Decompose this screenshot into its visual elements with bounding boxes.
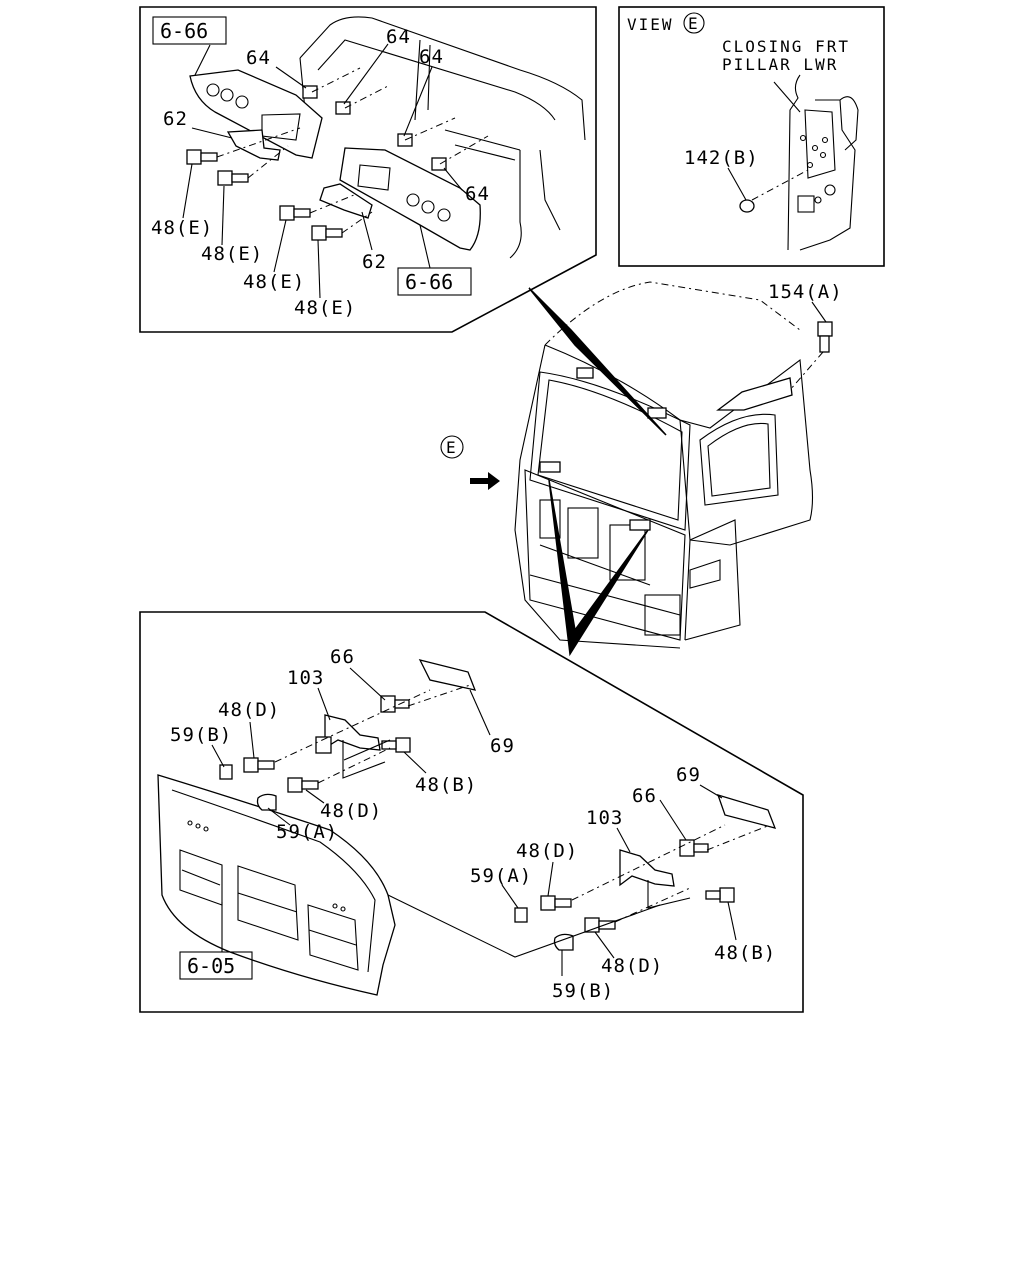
label-64-a: 64 — [246, 47, 271, 69]
view-marker: E — [688, 14, 700, 33]
ref-box-6-66-b: 6-66 — [405, 270, 453, 294]
label-48e-2: 48(E) — [201, 243, 263, 265]
label-62-b: 62 — [362, 251, 387, 273]
label-59b-2: 59(B) — [552, 980, 614, 1002]
ref-box-6-05: 6-05 — [187, 954, 235, 978]
label-48d-2: 48(D) — [320, 800, 382, 822]
label-66-a: 66 — [330, 646, 355, 668]
label-66-b: 66 — [632, 785, 657, 807]
label-48b-1: 48(B) — [415, 774, 477, 796]
label-59a-2: 59(A) — [470, 865, 532, 887]
label-59a-1: 59(A) — [276, 821, 338, 843]
label-103-a: 103 — [287, 667, 324, 689]
label-64-c: 64 — [419, 46, 444, 68]
bottom-detail-box: 6-05 — [139, 611, 804, 1013]
view-e-box: VIEW E CLOSING FRT PILLAR LWR 142(B) — [618, 6, 885, 267]
top-detail-box: 6-66 6-66 64 64 64 64 62 62 48(E) 48(E) … — [139, 6, 597, 333]
ref-box-6-66-a: 6-66 — [160, 19, 208, 43]
label-59b-1: 59(B) — [170, 724, 232, 746]
label-69-a: 69 — [490, 735, 515, 757]
label-48e-3: 48(E) — [243, 271, 305, 293]
note-line-2: PILLAR LWR — [722, 55, 838, 74]
label-48d-3: 48(D) — [516, 840, 578, 862]
label-48e-4: 48(E) — [294, 297, 356, 319]
label-154a: 154(A) — [768, 281, 843, 303]
label-103-b: 103 — [586, 807, 623, 829]
label-48e-1: 48(E) — [151, 217, 213, 239]
label-48b-2: 48(B) — [714, 942, 776, 964]
label-48d-1: 48(D) — [218, 699, 280, 721]
cab-overview: 154(A) E — [440, 281, 843, 657]
label-64-b: 64 — [386, 26, 411, 48]
label-142b: 142(B) — [684, 147, 759, 169]
direction-marker: E — [446, 438, 458, 457]
label-69-b: 69 — [676, 764, 701, 786]
view-label: VIEW — [627, 15, 674, 34]
label-48d-4: 48(D) — [601, 955, 663, 977]
label-64-d: 64 — [465, 183, 490, 205]
label-62-a: 62 — [163, 108, 188, 130]
note-line-1: CLOSING FRT — [722, 37, 850, 56]
